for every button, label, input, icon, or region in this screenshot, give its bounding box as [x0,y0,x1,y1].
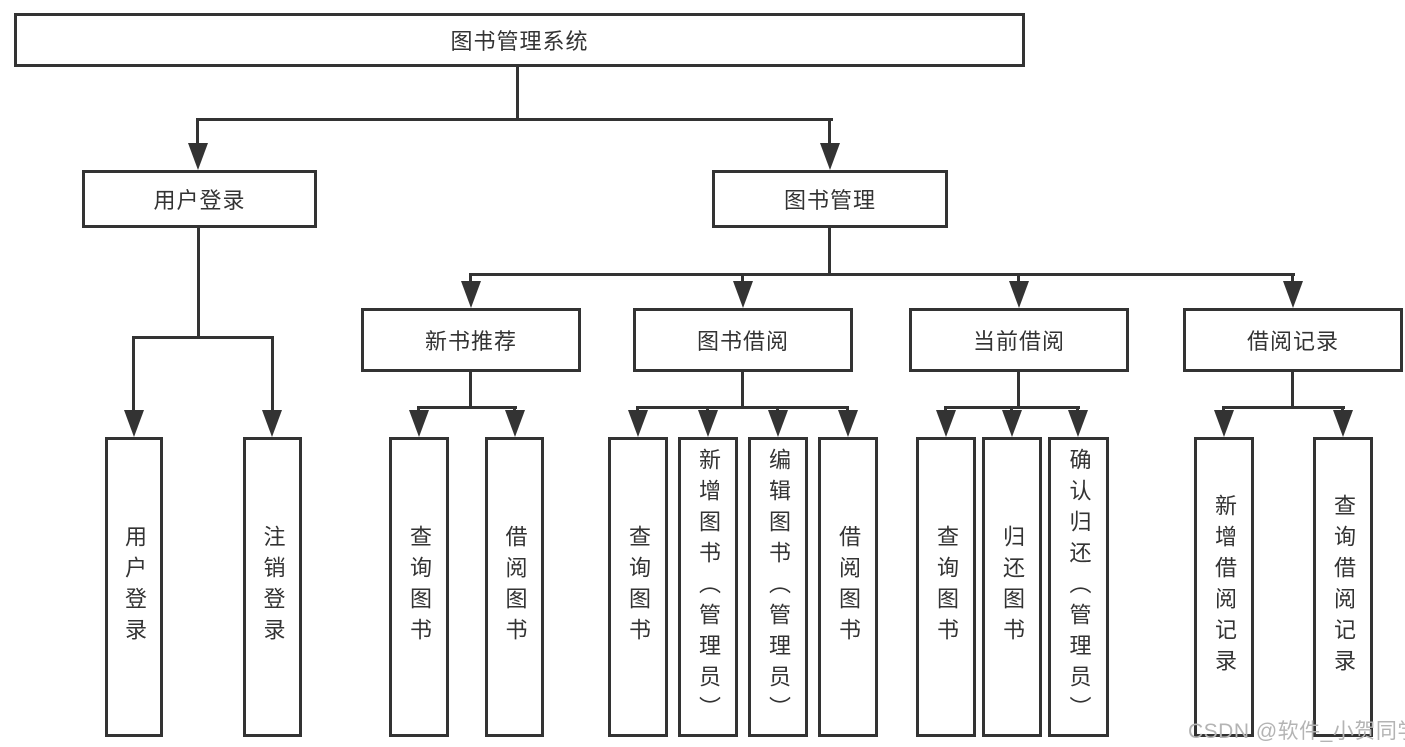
connector-drop-module [1291,273,1294,283]
node-label: 借阅记录 [1246,329,1339,354]
arrow-down-icon [188,143,208,170]
connector-drop-book-mgmt [828,118,831,146]
leaf-borrow-books: 借阅图书 [818,437,878,737]
connector-drop-user-login [196,118,199,146]
connector-root-stub [516,67,519,118]
connector-user-login-split [132,336,274,339]
connector-book-mgmt-split [469,273,1295,276]
leaf-query-books-current: 查询图书 [916,437,976,737]
connector-module-stub [1291,372,1294,406]
arrow-down-icon [1002,410,1022,437]
arrow-down-icon [505,410,525,437]
leaf-label: 新增借阅记录 [1212,494,1237,680]
node-label: 用户登录 [153,188,246,213]
connector-drop-leaf [132,336,135,411]
leaf-label: 新增图书（管理员） [696,447,721,727]
leaf-add-book-admin: 新增图书（管理员） [678,437,738,737]
node-book-borrowing: 图书借阅 [633,308,853,372]
arrow-down-icon [409,410,429,437]
connector-module-split [636,406,849,409]
node-label: 图书管理系统 [450,29,589,54]
node-library-system-root: 图书管理系统 [14,13,1025,67]
leaf-label: 用户登录 [122,525,147,649]
csdn-watermark: CSDN @软件_小贺同学 [1188,720,1405,743]
connector-module-split [417,406,517,409]
connector-drop-module [469,273,472,283]
connector-root-split [196,118,833,121]
leaf-label: 编辑图书（管理员） [766,447,791,727]
node-label: 图书管理 [783,188,876,213]
arrow-down-icon [1214,410,1234,437]
connector-module-split [1222,406,1345,409]
connector-module-stub [469,372,472,406]
node-book-management: 图书管理 [712,170,948,228]
arrow-down-icon [262,410,282,437]
leaf-label: 查询图书 [934,525,959,649]
connector-book-mgmt-stub [828,228,831,273]
node-current-borrowing: 当前借阅 [909,308,1129,372]
arrow-down-icon [628,410,648,437]
leaf-label: 归还图书 [1000,525,1025,649]
node-user-login: 用户登录 [82,170,317,228]
leaf-confirm-return-admin: 确认归还（管理员） [1048,437,1109,737]
connector-module-stub [741,372,744,406]
leaf-label: 借阅图书 [502,525,528,649]
node-label: 新书推荐 [424,329,517,354]
leaf-borrow-books-recommend: 借阅图书 [485,437,544,737]
leaf-label: 查询图书 [626,525,651,649]
leaf-label: 注销登录 [260,525,286,649]
arrow-down-icon [733,281,753,308]
arrow-down-icon [461,281,481,308]
leaf-return-books: 归还图书 [982,437,1042,737]
leaf-label: 查询图书 [407,525,432,649]
leaf-add-borrow-record: 新增借阅记录 [1194,437,1254,737]
arrow-down-icon [124,410,144,437]
leaf-edit-book-admin: 编辑图书（管理员） [748,437,808,737]
node-label: 图书借阅 [696,329,789,354]
leaf-user-login: 用户登录 [105,437,163,737]
leaf-query-borrow-record: 查询借阅记录 [1313,437,1373,737]
arrow-down-icon [1009,281,1029,308]
arrow-down-icon [698,410,718,437]
arrow-down-icon [768,410,788,437]
leaf-query-books-borrowing: 查询图书 [608,437,668,737]
connector-user-login-stub [197,228,200,336]
connector-module-stub [1017,372,1020,406]
arrow-down-icon [820,143,840,170]
arrow-down-icon [936,410,956,437]
leaf-query-books-recommend: 查询图书 [389,437,449,737]
leaf-label: 借阅图书 [836,525,861,649]
connector-drop-module [741,273,744,283]
node-new-book-recommend: 新书推荐 [361,308,581,372]
arrow-down-icon [838,410,858,437]
node-borrowing-records: 借阅记录 [1183,308,1403,372]
leaf-label: 确认归还（管理员） [1066,447,1092,727]
arrow-down-icon [1333,410,1353,437]
connector-drop-module [1017,273,1020,283]
leaf-logout: 注销登录 [243,437,302,737]
arrow-down-icon [1283,281,1303,308]
arrow-down-icon [1068,410,1088,437]
connector-drop-leaf [271,336,274,411]
node-label: 当前借阅 [972,329,1065,354]
leaf-label: 查询借阅记录 [1331,494,1356,680]
